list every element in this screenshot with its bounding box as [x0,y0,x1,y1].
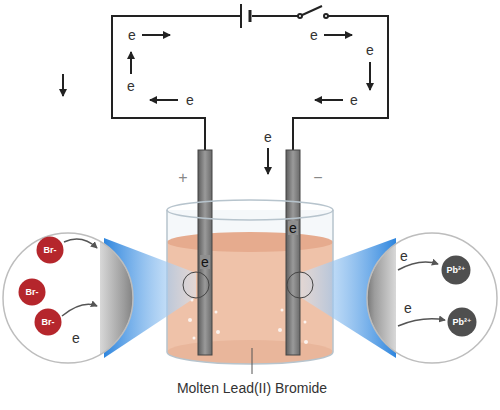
ion-symbol: Br- [26,287,39,297]
battery-symbol [241,4,250,28]
polarity-sign: − [313,170,322,186]
leader-line [252,348,253,374]
ion-symbol: Br- [42,317,55,327]
electron-label: e [310,28,318,42]
part-label: Molten Lead(II) Bromide [177,381,327,395]
ion-text-box: Pb²⁺ [441,255,471,285]
electron-label: e [72,331,80,345]
ion-symbol: Pb²⁺ [446,265,465,275]
electron-label: e [350,93,358,107]
zoom-spot [287,272,313,298]
ion-text-box: Br- [34,308,62,336]
circuit-wire [112,16,388,152]
zoom-spot [183,272,209,298]
electron-label: e [127,79,135,93]
cathode-callout [360,230,497,370]
bubbles [188,299,308,345]
switch-symbol [298,6,328,18]
electron-label: e [288,221,298,235]
electron-label: e [264,130,272,144]
electron-label: e [404,301,412,315]
bromide-ion: Br- [34,308,62,336]
electron-label: e [400,249,408,263]
polarity-sign: + [178,170,187,186]
electrode-rods [198,150,300,355]
lead-ion: Pb²⁺ [441,255,471,285]
electron-label: e [366,43,374,57]
ion-symbol: Br- [44,245,57,255]
ion-text-box: Br- [36,236,64,264]
electron-label: e [200,255,210,269]
ion-text-box: Br- [18,278,46,306]
lead-ion: Pb²⁺ [447,307,477,337]
electron-label: e [128,28,136,42]
bromide-ion: Br- [18,278,46,306]
electron-label: e [186,93,194,107]
anode-callout [3,230,140,370]
ion-symbol: Pb²⁺ [452,317,471,327]
electron-flow-arrows [63,35,370,174]
bromide-ion: Br- [36,236,64,264]
ion-text-box: Pb²⁺ [447,307,477,337]
